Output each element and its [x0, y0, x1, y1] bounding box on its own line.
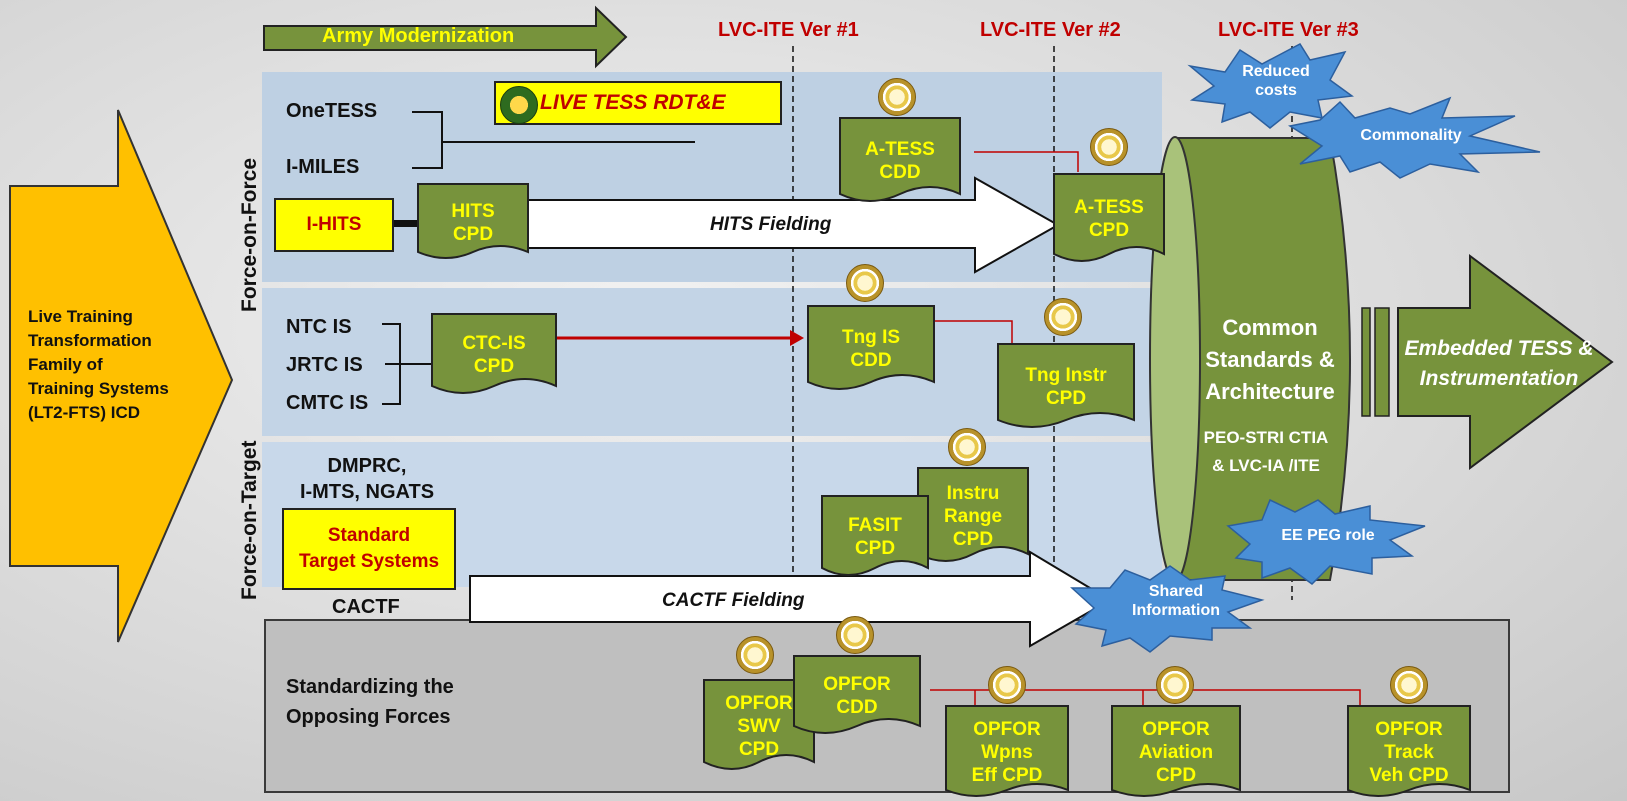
- ver1-label: LVC-ITE Ver #1: [718, 19, 859, 41]
- tng-cdd-doc: Tng IS CDD: [807, 305, 935, 392]
- opfor-aviation-text: OPFOR Aviation CPD: [1138, 718, 1214, 786]
- opfor-cdd-text: OPFOR CDD: [823, 674, 891, 718]
- army-modernization-arrow: [263, 5, 628, 69]
- cactf-fielding-label: CACTF Fielding: [662, 590, 805, 611]
- opfor-swv-text: OPFOR SWV CPD: [725, 692, 793, 760]
- cactf-label: CACTF: [332, 596, 400, 618]
- fasit-doc: FASIT CPD: [821, 495, 929, 578]
- hits-fielding-label: HITS Fielding: [710, 214, 832, 235]
- onetess-label: OneTESS: [286, 100, 378, 122]
- opfor-band: [264, 619, 1510, 793]
- opfor-swv-doc: OPFOR SWV CPD: [703, 679, 815, 772]
- ver2-label: LVC-ITE Ver #2: [980, 19, 1121, 41]
- commonality-text: Commonality: [1360, 127, 1462, 144]
- tng-cdd-seal-icon: [846, 264, 884, 302]
- shared-information-text: Shared Information: [1132, 583, 1220, 619]
- standard-targets-text: Standard Target Systems: [298, 525, 440, 572]
- opfor-title: Standardizing the Opposing Forces: [286, 676, 454, 728]
- hits-fielding-arrow: [527, 176, 1061, 274]
- opfor-aviation-seal-icon: [1156, 666, 1194, 704]
- jrtc-label: JRTC IS: [286, 354, 363, 376]
- instru-text: Instru Range CPD: [943, 482, 1003, 550]
- dmprc-label: DMPRC, I-MTS, NGATS: [299, 455, 435, 503]
- hits-cpd-text: HITS CPD: [451, 201, 495, 245]
- atess-cdd-seal-icon: [878, 78, 916, 116]
- standard-targets-box: Standard Target Systems: [282, 508, 456, 590]
- reduced-costs-burst: [1187, 43, 1354, 129]
- ihits-box: I-HITS: [274, 198, 394, 252]
- embedded-arrow: [1397, 254, 1614, 470]
- common-standards-subtitle: PEO-STRI CTIA & LVC-IA /ITE: [1203, 428, 1329, 475]
- atess-cdd-text: A-TESS CDD: [865, 139, 935, 183]
- ee-peg-text: EE PEG role: [1281, 527, 1375, 544]
- imiles-label: I-MILES: [286, 156, 360, 178]
- shared-information-burst: [1070, 565, 1265, 653]
- opfor-track-text: OPFOR Track Veh CPD: [1369, 718, 1449, 786]
- opfor-track-doc: OPFOR Track Veh CPD: [1347, 705, 1471, 798]
- cmtc-label: CMTC IS: [286, 392, 369, 414]
- opfor-wpns-doc: OPFOR Wpns Eff CPD: [945, 705, 1069, 798]
- live-tess-box: LIVE TESS RDT&E: [494, 81, 782, 125]
- commonality-burst: [1288, 96, 1541, 179]
- ntc-label: NTC IS: [286, 316, 352, 338]
- reduced-costs-text: Reduced costs: [1242, 63, 1310, 99]
- common-standards-title: Common Standards & Architecture: [1205, 315, 1335, 404]
- atess-cpd-text: A-TESS CPD: [1074, 197, 1144, 241]
- army-modernization-label: Army Modernization: [322, 25, 515, 47]
- opfor-aviation-doc: OPFOR Aviation CPD: [1111, 705, 1241, 798]
- opfor-wpns-seal-icon: [988, 666, 1026, 704]
- lt2-fts-arrow: [9, 109, 234, 643]
- opfor-swv-seal-icon: [736, 636, 774, 674]
- force-on-force-label: Force-on-Force: [238, 157, 261, 312]
- live-tess-text: LIVE TESS RDT&E: [540, 91, 726, 114]
- opfor-cdd-seal-icon: [836, 616, 874, 654]
- atess-cdd-doc: A-TESS CDD: [839, 117, 961, 204]
- tng-instr-seal-icon: [1044, 298, 1082, 336]
- fasit-text: FASIT CPD: [848, 515, 902, 559]
- embedded-text: Embedded TESS & Instrumentation: [1404, 337, 1594, 390]
- hits-cpd-doc: HITS CPD: [417, 183, 529, 262]
- tess-emblem-icon: [500, 86, 538, 124]
- ee-peg-burst: [1226, 498, 1426, 585]
- atess-cpd-doc: A-TESS CPD: [1053, 173, 1165, 264]
- tng-instr-doc: Tng Instr CPD: [997, 343, 1135, 430]
- force-on-target-label: Force-on-Target: [238, 440, 261, 600]
- ver3-label: LVC-ITE Ver #3: [1218, 19, 1359, 41]
- ctc-cpd-text: CTC-IS CPD: [462, 333, 526, 377]
- instru-doc: Instru Range CPD: [917, 467, 1029, 564]
- tng-instr-text: Tng Instr CPD: [1025, 365, 1107, 409]
- atess-cpd-seal-icon: [1090, 128, 1128, 166]
- opfor-cdd-doc: OPFOR CDD: [793, 655, 921, 736]
- opfor-track-seal-icon: [1390, 666, 1428, 704]
- lt2-fts-text: Live Training Transformation Family of T…: [28, 307, 169, 422]
- ihits-text: I-HITS: [306, 214, 362, 235]
- ctc-cpd-doc: CTC-IS CPD: [431, 313, 557, 396]
- instru-seal-icon: [948, 428, 986, 466]
- cactf-fielding-arrow: [469, 550, 1112, 648]
- opfor-wpns-text: OPFOR Wpns Eff CPD: [971, 718, 1043, 786]
- tng-cdd-text: Tng IS CDD: [841, 327, 901, 371]
